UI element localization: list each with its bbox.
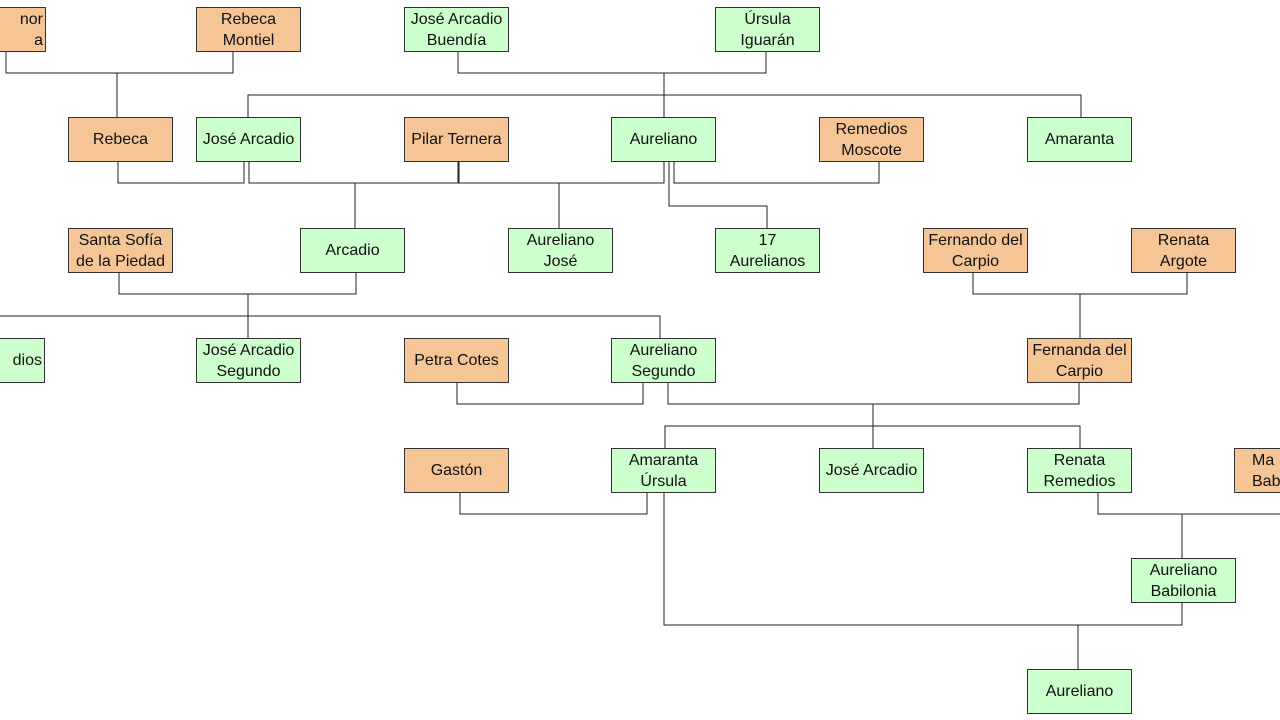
person-jose-arcadio-ii[interactable]: José Arcadio xyxy=(819,448,924,493)
person-name-line: Carpio xyxy=(1055,362,1104,380)
person-name-line: Remedios xyxy=(1043,472,1116,490)
person-nor-a[interactable]: nor a xyxy=(0,7,46,52)
person-name-line: a xyxy=(34,31,43,49)
person-name-line: Petra Cotes xyxy=(414,352,499,369)
connector-line xyxy=(1097,492,1280,558)
person-name-line: Argote xyxy=(1159,252,1208,270)
person-name-line: Ma xyxy=(1252,451,1275,469)
person-mauricio-babilonia[interactable]: Ma Bab xyxy=(1234,448,1280,493)
person-remedios-moscote[interactable]: Remedios Moscote xyxy=(819,117,924,162)
person-name-line: Carpio xyxy=(951,252,1000,270)
person-amaranta-ursula[interactable]: Amaranta Úrsula xyxy=(611,448,716,493)
person-name-line: José Arcadio xyxy=(825,462,918,479)
connector-line xyxy=(664,425,1081,448)
connector-line xyxy=(668,161,768,228)
connector-line xyxy=(247,94,1082,117)
person-name-line: nor xyxy=(19,10,43,28)
connector-line xyxy=(118,272,357,316)
person-aureliano-babilonia[interactable]: Aureliano Babilonia xyxy=(1131,558,1236,603)
person-renata-argote[interactable]: Renata Argote xyxy=(1131,228,1236,273)
person-name-line: 17 xyxy=(758,231,777,249)
person-name-line: Amaranta xyxy=(1044,131,1115,148)
person-name-line: Úrsula xyxy=(744,10,791,28)
connector-line xyxy=(457,51,767,95)
connector-line xyxy=(663,492,1183,669)
person-name-line: Buendía xyxy=(426,31,487,49)
person-name-line: Aureliano xyxy=(1149,561,1218,579)
connector-line xyxy=(459,492,648,515)
connector-line xyxy=(0,315,661,338)
person-name-line: Aureliano xyxy=(526,231,595,249)
person-name-line: Fernanda del xyxy=(1032,341,1127,359)
person-aureliano-jose[interactable]: Aureliano José xyxy=(508,228,613,273)
person-name-line: Segundo xyxy=(216,362,281,380)
person-name-line: dios xyxy=(12,352,42,369)
person-name-line: Montiel xyxy=(222,31,275,49)
person-arcadio[interactable]: Arcadio xyxy=(300,228,405,273)
person-fernanda-del-carpio[interactable]: Fernanda del Carpio xyxy=(1027,338,1132,383)
person-name-line: José Arcadio xyxy=(410,10,503,28)
person-remedios-clipped[interactable]: dios xyxy=(0,338,45,383)
person-santa-sofia-de-la-piedad[interactable]: Santa Sofía de la Piedad xyxy=(68,228,173,273)
person-aureliano-last[interactable]: Aureliano xyxy=(1027,669,1132,714)
person-name-line: Moscote xyxy=(841,141,902,159)
person-name-line: Amaranta xyxy=(628,451,699,469)
person-name-line: de la Piedad xyxy=(76,252,165,270)
person-name-line: Pilar Ternera xyxy=(411,131,502,148)
connector-line xyxy=(667,382,1080,426)
person-name-line: Remedios xyxy=(835,120,908,138)
person-name-line: José Arcadio xyxy=(202,131,295,148)
person-name-line: Aurelianos xyxy=(729,252,806,270)
person-name-line: José Arcadio xyxy=(202,341,295,359)
person-name-line: Aureliano xyxy=(1045,683,1114,700)
person-name-line: Úrsula xyxy=(640,472,687,490)
person-name-line: Rebeca xyxy=(220,10,277,28)
person-name-line: Bab xyxy=(1252,472,1280,490)
person-name-line: Santa Sofía xyxy=(78,231,163,249)
person-name-line: Segundo xyxy=(631,362,696,380)
person-petra-cotes[interactable]: Petra Cotes xyxy=(404,338,509,383)
person-gaston[interactable]: Gastón xyxy=(404,448,509,493)
person-name-line: Fernando del xyxy=(928,231,1023,249)
connector-line xyxy=(458,161,665,228)
person-jose-arcadio-buendia[interactable]: José Arcadio Buendía xyxy=(404,7,509,52)
person-name-line: Babilonia xyxy=(1150,582,1217,600)
person-name-line: Rebeca xyxy=(92,131,149,148)
person-17-aurelianos[interactable]: 17 Aurelianos xyxy=(715,228,820,273)
person-name-line: Aureliano xyxy=(629,341,698,359)
person-pilar-ternera[interactable]: Pilar Ternera xyxy=(404,117,509,162)
person-ursula-iguaran[interactable]: Úrsula Iguarán xyxy=(715,7,820,52)
connector-line xyxy=(972,272,1188,338)
person-name-line: Gastón xyxy=(430,462,483,479)
person-aureliano-segundo[interactable]: Aureliano Segundo xyxy=(611,338,716,383)
person-aureliano[interactable]: Aureliano xyxy=(611,117,716,162)
person-fernando-del-carpio[interactable]: Fernando del Carpio xyxy=(923,228,1028,273)
person-renata-remedios[interactable]: Renata Remedios xyxy=(1027,448,1132,493)
person-name-line: José xyxy=(543,252,578,270)
connector-line xyxy=(117,161,245,184)
connector-line xyxy=(456,382,644,405)
person-name-line: Renata xyxy=(1157,231,1210,249)
person-name-line: Iguarán xyxy=(740,31,795,49)
person-jose-arcadio[interactable]: José Arcadio xyxy=(196,117,301,162)
connector-line xyxy=(673,161,880,184)
person-name-line: Arcadio xyxy=(325,242,380,259)
person-name-line: Renata xyxy=(1053,451,1106,469)
person-rebeca[interactable]: Rebeca xyxy=(68,117,173,162)
person-name-line: Aureliano xyxy=(629,131,698,148)
person-amaranta[interactable]: Amaranta xyxy=(1027,117,1132,162)
person-jose-arcadio-segundo[interactable]: José Arcadio Segundo xyxy=(196,338,301,383)
connector-line xyxy=(248,161,459,228)
person-rebeca-montiel[interactable]: Rebeca Montiel xyxy=(196,7,301,52)
connector-line xyxy=(5,51,234,117)
